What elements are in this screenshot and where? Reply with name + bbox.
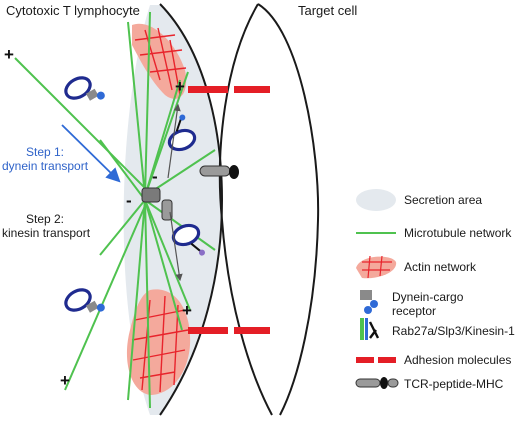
step1-line1: Step 1: (25, 145, 65, 159)
step2-label: Step 2: kinesin transport (2, 212, 91, 240)
legend-microtubule-label: Microtubule network (404, 226, 512, 240)
plus-end-bottom-left: + (60, 371, 70, 390)
legend-tcr-icon (355, 377, 399, 389)
target-cell-membrane (218, 3, 320, 416)
step1-line2: dynein transport (2, 159, 89, 173)
ctl-title: Cytotoxic T lymphocyte (6, 3, 140, 18)
plus-end-top-right: + (175, 77, 185, 96)
legend-adhesion-swatch (356, 357, 396, 363)
legend-actin-label: Actin network (404, 260, 477, 274)
kinesin-arrow-up (167, 103, 181, 179)
target-cell-title: Target cell (298, 3, 358, 18)
legend-dynein-icon (360, 290, 378, 314)
step2-line2: kinesin transport (2, 226, 91, 240)
plus-end-bottom-right: + (182, 301, 192, 320)
dynein-transport-arrow (61, 124, 121, 183)
legend-tcr-label: TCR-peptide-MHC (404, 377, 504, 391)
adhesion-molecules-bottom (188, 327, 270, 334)
legend-adhesion-label: Adhesion molecules (404, 353, 512, 367)
legend-dynein-label: Dynein-cargo receptor (392, 290, 463, 318)
legend-actin-swatch (356, 255, 397, 279)
legend-dynein-line1: Dynein-cargo (392, 290, 464, 304)
vesicle-dynein-bottom (60, 284, 105, 316)
legend-dynein-line2: receptor (392, 304, 437, 318)
legend-rab-icon (360, 318, 380, 340)
minus-end-left: - (126, 191, 132, 210)
vesicle-kinesin-bottom (169, 220, 205, 256)
legend-rab-label: Rab27a/Slp3/Kinesin-1 (392, 324, 515, 338)
adhesion-molecules-top (188, 86, 270, 93)
vesicle-dynein-top (60, 72, 105, 104)
ctl-membrane (159, 3, 224, 416)
plus-end-top-left: + (4, 45, 14, 64)
kinesin-arrow-down (169, 211, 183, 282)
legend-secretion-label: Secretion area (404, 193, 483, 207)
vesicle-kinesin-top (165, 114, 199, 155)
legend-secretion-swatch (356, 189, 396, 211)
step1-label: Step 1: dynein transport (2, 145, 88, 173)
tcr-peptide-mhc (199, 165, 239, 179)
minus-end-top: - (152, 167, 158, 186)
centrosome (141, 187, 173, 221)
microtubule-network (14, 11, 216, 409)
step2-line1: Step 2: (25, 212, 65, 226)
